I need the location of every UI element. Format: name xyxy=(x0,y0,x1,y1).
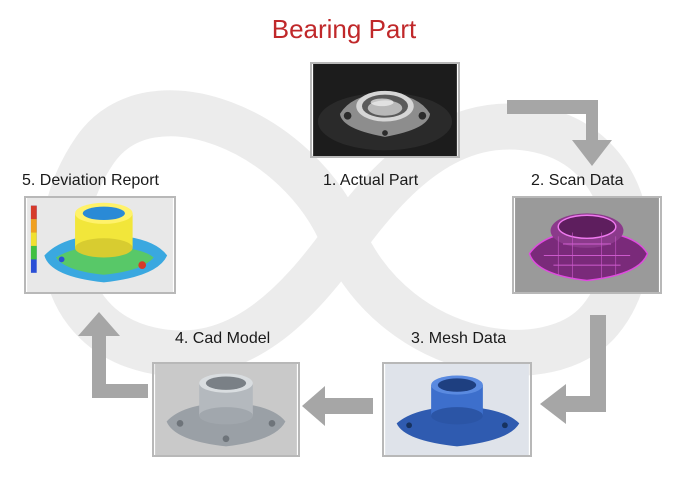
step-label-actual-part: 1. Actual Part xyxy=(323,172,419,189)
step-label-scan-data: 2. Scan Data xyxy=(531,172,624,189)
mesh-data-image xyxy=(382,362,532,457)
arrow-left-icon xyxy=(302,386,373,426)
step-label-cad-model: 4. Cad Model xyxy=(175,330,271,347)
cad-model-image xyxy=(152,362,300,457)
arrow-left-up-icon xyxy=(78,312,148,398)
step-label-mesh-data: 3. Mesh Data xyxy=(411,330,507,347)
arrow-down-left-icon xyxy=(540,315,606,424)
actual-part-image xyxy=(310,62,460,158)
scan-data-image xyxy=(512,196,662,294)
deviation-report-image xyxy=(24,196,176,294)
step-label-deviation-report: 5. Deviation Report xyxy=(22,172,159,189)
arrow-right-down-icon xyxy=(507,100,612,166)
diagram-title: Bearing Part xyxy=(271,14,417,44)
